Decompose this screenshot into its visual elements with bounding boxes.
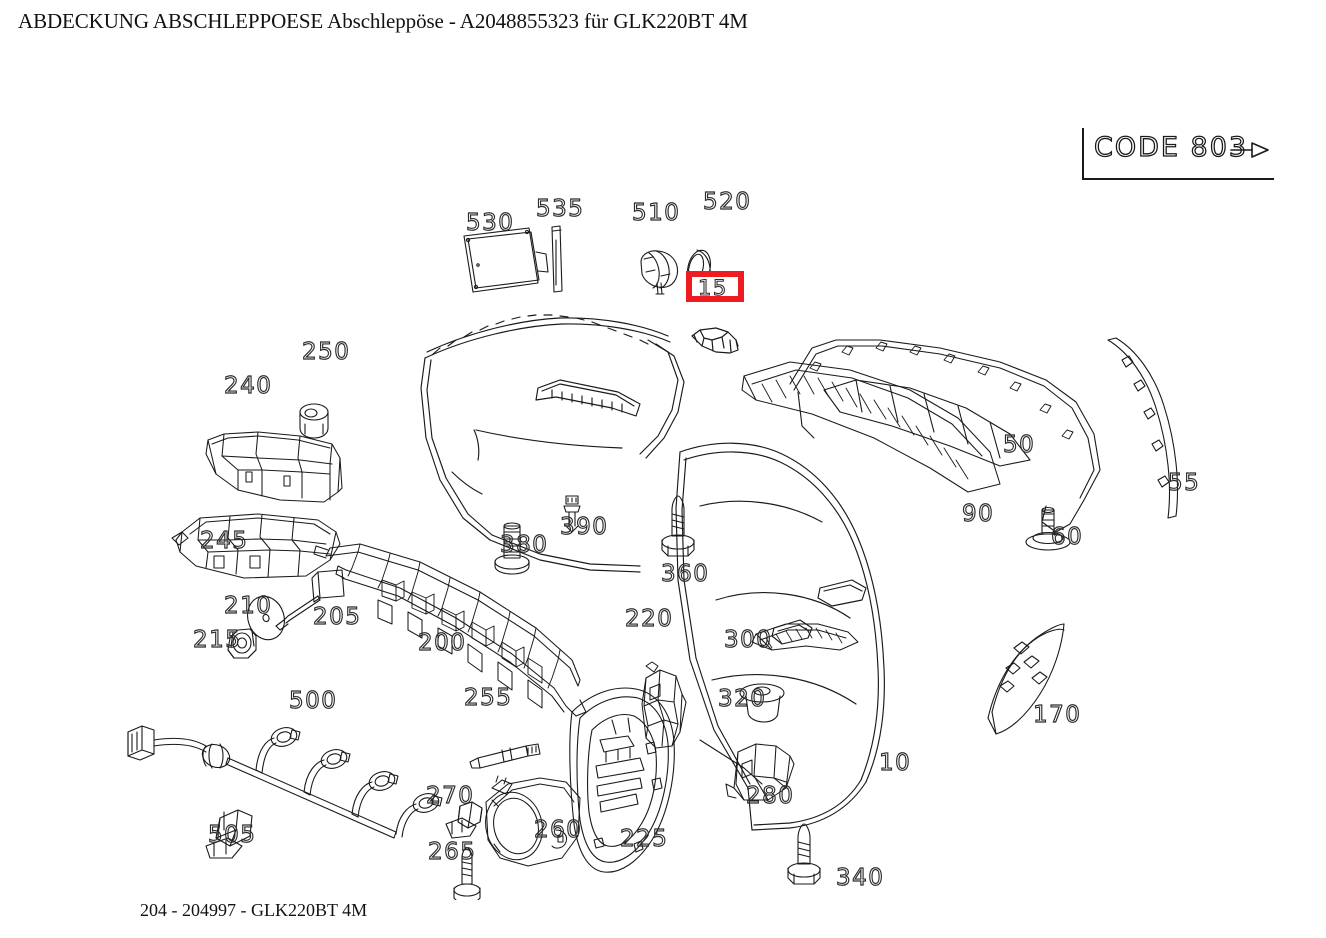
- part-50-diffuser-trim: [789, 339, 1101, 533]
- callout-205[interactable]: 205: [312, 604, 362, 630]
- callout-200[interactable]: 200: [417, 630, 467, 656]
- callout-55[interactable]: 55: [1167, 470, 1201, 496]
- callout-90[interactable]: 90: [961, 501, 995, 527]
- callout-215[interactable]: 215: [192, 627, 242, 653]
- callout-505[interactable]: 505: [207, 822, 257, 848]
- callout-260[interactable]: 260: [533, 817, 583, 843]
- arrow-right-icon: [1230, 142, 1269, 158]
- part-530-cover-plate: [463, 227, 549, 293]
- callout-220[interactable]: 220: [624, 606, 674, 632]
- part-300-side-absorber: [751, 623, 859, 651]
- part-55-side-trim: [1107, 337, 1179, 519]
- part-280-mounting-bracket: [725, 743, 795, 801]
- callout-320[interactable]: 320: [717, 686, 767, 712]
- callout-245[interactable]: 245: [199, 528, 249, 554]
- part-210-washer: [247, 595, 285, 641]
- part-255-screw: [469, 743, 541, 769]
- callout-15-label: 15: [697, 276, 728, 300]
- callout-340[interactable]: 340: [835, 865, 885, 891]
- page-footer: 204 - 204997 - GLK220BT 4M: [140, 900, 368, 920]
- part-535-pin: [551, 225, 563, 293]
- code-note-label: CODE 803: [1093, 132, 1249, 163]
- callout-210[interactable]: 210: [223, 593, 273, 619]
- part-265-screw: [453, 847, 481, 900]
- part-240-bracket: [205, 431, 343, 503]
- exploded-view-drawing: [127, 225, 1179, 900]
- callout-265[interactable]: 265: [427, 839, 477, 865]
- part-245-tray-bracket: [171, 513, 341, 579]
- part-10-bumper-cover: [420, 314, 885, 831]
- part-15-tow-eye-cover: [691, 327, 739, 354]
- callout-500[interactable]: 500: [288, 688, 338, 714]
- callout-280[interactable]: 280: [745, 783, 795, 809]
- part-390-clip: [563, 495, 581, 533]
- callout-255[interactable]: 255: [463, 685, 513, 711]
- part-205-screw-bracket: [275, 569, 345, 631]
- callout-300[interactable]: 300: [723, 627, 773, 653]
- callout-225[interactable]: 225: [619, 826, 669, 852]
- callout-270[interactable]: 270: [425, 783, 475, 809]
- code-note: CODE 803: [1082, 128, 1278, 184]
- callout-520[interactable]: 520: [702, 189, 752, 215]
- technical-drawing-canvas: [0, 40, 1326, 900]
- part-200-reinforcement-bar: [313, 543, 587, 717]
- part-340-screw: [787, 823, 821, 885]
- part-260-duct: [485, 775, 581, 867]
- callout-250[interactable]: 250: [301, 339, 351, 365]
- callout-60[interactable]: 60: [1050, 524, 1084, 550]
- callout-360[interactable]: 360: [660, 561, 710, 587]
- highlighted-part-callout-15[interactable]: 15: [686, 271, 744, 302]
- callout-530[interactable]: 530: [465, 210, 515, 236]
- callout-380[interactable]: 380: [499, 532, 549, 558]
- callout-170[interactable]: 170: [1032, 702, 1082, 728]
- page-title: ABDECKUNG ABSCHLEPPOESE Abschleppöse - A…: [18, 9, 748, 33]
- part-170-side-spoiler: [987, 623, 1065, 735]
- callout-240[interactable]: 240: [223, 373, 273, 399]
- part-220-corner-bracket: [641, 661, 687, 749]
- part-500-wiring-harness: [127, 725, 443, 839]
- callout-510[interactable]: 510: [631, 200, 681, 226]
- part-510-grommet: [640, 250, 679, 295]
- part-215-nut: [227, 628, 257, 659]
- callout-535[interactable]: 535: [535, 196, 585, 222]
- part-250-bushing: [299, 403, 329, 439]
- part-90-impact-absorber: [741, 361, 1001, 493]
- callout-50[interactable]: 50: [1002, 432, 1036, 458]
- part-60-push-rivet: [1025, 506, 1071, 551]
- part-380-bolt: [494, 522, 530, 575]
- code-note-bracket: [1082, 128, 1274, 180]
- part-320-grommet: [739, 683, 785, 723]
- part-505-retainer: [205, 809, 253, 859]
- part-360-screw: [661, 495, 695, 557]
- part-270-clip: [445, 801, 483, 839]
- callout-390[interactable]: 390: [559, 514, 609, 540]
- callout-10[interactable]: 10: [878, 750, 912, 776]
